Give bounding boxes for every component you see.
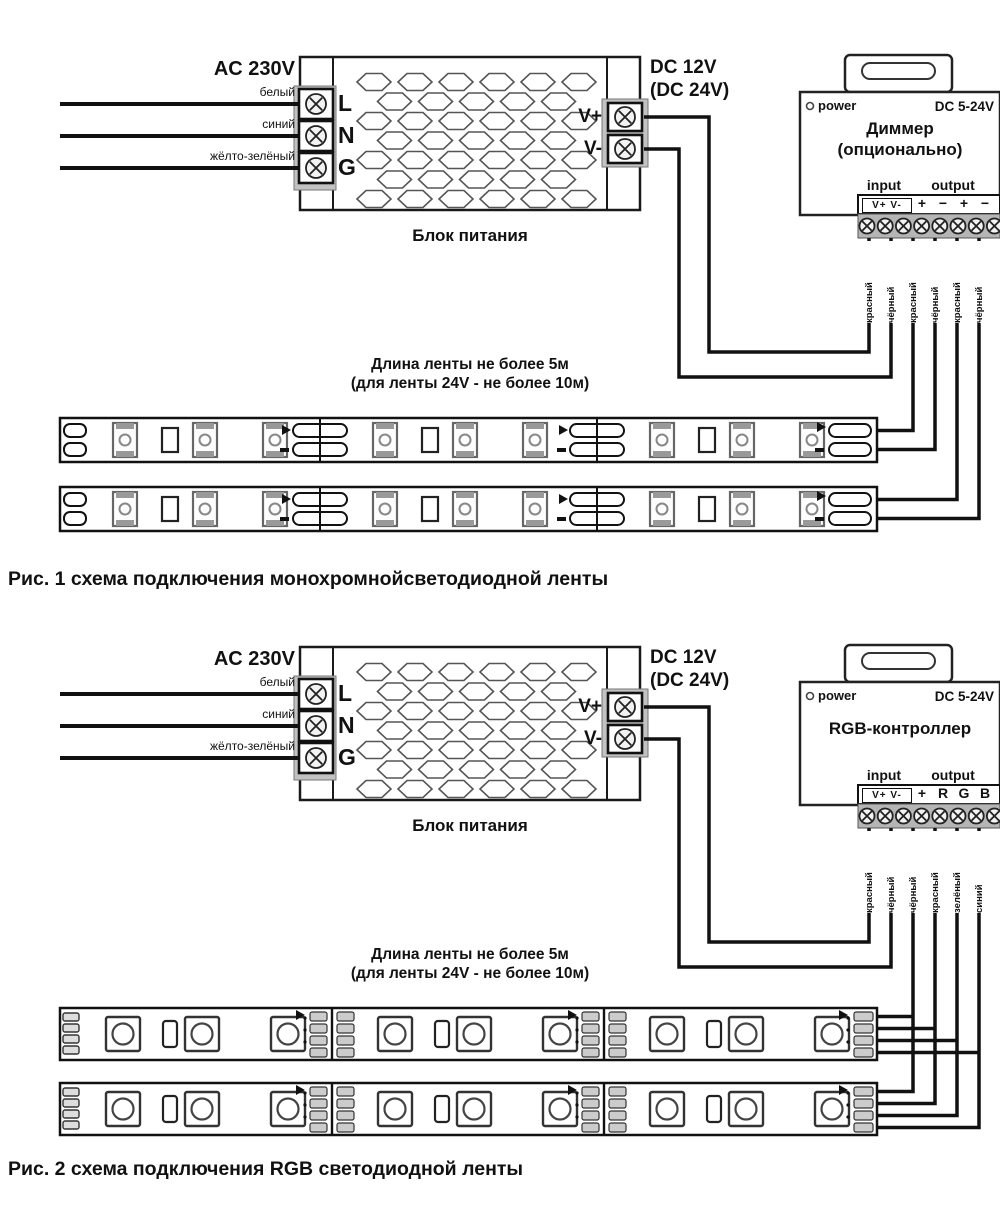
- output-terminal-1: +: [917, 195, 927, 211]
- psu-name: Блок питания: [412, 816, 528, 835]
- strip-length-note-line2: (для ленты 24V - не более 10м): [350, 375, 590, 392]
- ac-wire-label-white: белый: [259, 85, 295, 99]
- dc-voltage-line2: (DC 24V): [650, 80, 730, 101]
- wire-color-label-6: чёрный: [972, 241, 987, 323]
- terminal-N-label: N: [338, 712, 355, 738]
- controller-title: RGB-контроллер: [828, 719, 972, 738]
- controller-voltage-label: DC 5-24V: [934, 689, 994, 704]
- terminal-L-label: L: [338, 680, 353, 706]
- wire-color-label-3: чёрный: [906, 831, 921, 913]
- input-terminals-label: V+ V-: [862, 197, 912, 213]
- psu-name: Блок питания: [412, 226, 528, 245]
- terminal-N-label: N: [338, 122, 355, 148]
- strip-length-note-line1: Длина ленты не более 5м: [371, 946, 569, 963]
- strip-length-note-line2: (для ленты 24V - не более 10м): [350, 965, 590, 982]
- controller-title-line1: Диммер: [866, 119, 934, 138]
- strip-length-note-line1: Длина ленты не более 5м: [371, 356, 569, 373]
- power-led-label: power: [818, 688, 857, 703]
- terminal-G-label: G: [338, 744, 356, 770]
- input-label: input: [866, 767, 902, 783]
- figure-caption: Рис. 2 схема подключения RGB светодиодно…: [8, 1158, 524, 1180]
- ac-voltage-label: AC 230V: [213, 648, 295, 670]
- output-label: output: [931, 767, 975, 783]
- ac-wire-label-yellow-green: жёлто-зелёный: [209, 149, 295, 163]
- input-terminals-label: V+ V-: [862, 787, 912, 803]
- ac-wire-label-yellow-green: жёлто-зелёный: [209, 739, 295, 753]
- wire-color-label-3: красный: [906, 241, 921, 323]
- wire-color-label-2: чёрный: [884, 831, 899, 913]
- output-terminal-2: −: [938, 195, 948, 211]
- psu-vminus-label: V-: [584, 728, 602, 749]
- output-terminal-R: R: [937, 785, 949, 801]
- output-terminal-G: G: [958, 785, 970, 801]
- wire-color-label-2: чёрный: [884, 241, 899, 323]
- output-terminal-plus: +: [917, 785, 927, 801]
- ac-wire-label-white: белый: [259, 675, 295, 689]
- psu-vplus-label: V+: [578, 106, 602, 127]
- output-terminal-B: B: [979, 785, 991, 801]
- dc-voltage-line1: DC 12V: [650, 57, 717, 78]
- psu-vminus-label: V-: [584, 138, 602, 159]
- figure-caption: Рис. 1 схема подключения монохромнойсвет…: [8, 568, 609, 590]
- dc-voltage-line1: DC 12V: [650, 647, 717, 668]
- wire-color-label-1: красный: [862, 241, 877, 323]
- ac-voltage-label: AC 230V: [213, 58, 295, 80]
- power-led-label: power: [818, 98, 857, 113]
- wire-color-label-5: зелёный: [950, 831, 965, 913]
- wire-color-label-6: синий: [972, 831, 987, 913]
- wire-color-label-5: красный: [950, 241, 965, 323]
- psu-vplus-label: V+: [578, 696, 602, 717]
- wire-color-label-4: чёрный: [928, 241, 943, 323]
- output-label: output: [931, 177, 975, 193]
- ac-wire-label-blue: синий: [262, 707, 295, 721]
- terminal-L-label: L: [338, 90, 353, 116]
- output-terminal-3: +: [959, 195, 969, 211]
- controller-voltage-label: DC 5-24V: [934, 99, 994, 114]
- ac-wire-label-blue: синий: [262, 117, 295, 131]
- dc-voltage-line2: (DC 24V): [650, 670, 730, 691]
- wire-color-label-1: красный: [862, 831, 877, 913]
- output-terminal-4: −: [980, 195, 990, 211]
- terminal-G-label: G: [338, 154, 356, 180]
- controller-title-line2: (опционально): [837, 140, 963, 159]
- wire-color-label-4: красный: [928, 831, 943, 913]
- input-label: input: [866, 177, 902, 193]
